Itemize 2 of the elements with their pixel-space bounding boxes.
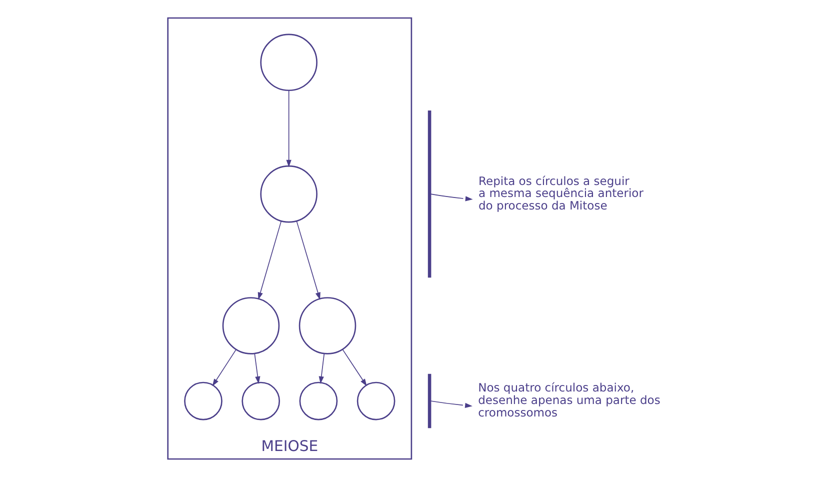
- node-text: Nos quatro círculos abaixo, desenhe apenas uma parte dos cromossomos: [478, 380, 660, 420]
- node-text: Repita os círculos a seguir a mesma sequência anterior do processo da Mitose: [478, 174, 643, 212]
